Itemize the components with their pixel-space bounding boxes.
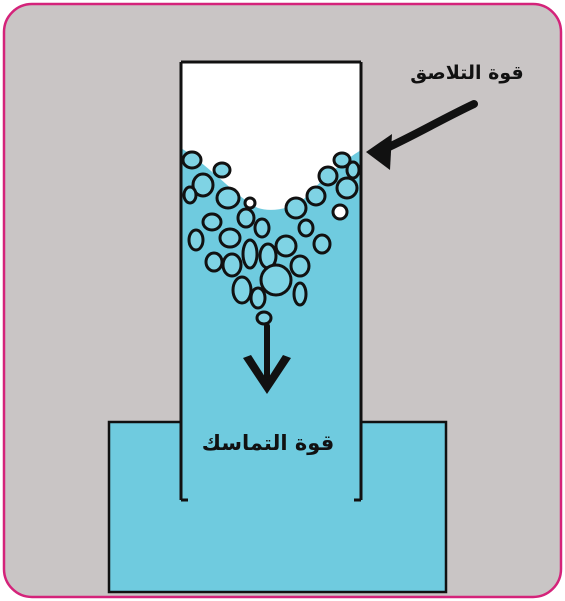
bubble	[238, 209, 254, 227]
bubble	[307, 187, 325, 205]
bubble	[203, 214, 221, 230]
bubble	[319, 167, 337, 185]
bubble	[243, 240, 257, 268]
bubble	[314, 235, 330, 253]
bubble	[276, 236, 296, 256]
bubble	[214, 163, 230, 177]
bubble	[245, 198, 255, 208]
bubble	[291, 256, 309, 276]
bubble	[294, 283, 306, 305]
bubble	[337, 178, 357, 198]
bubble	[261, 265, 291, 295]
bubble	[347, 162, 359, 178]
adhesion-force-label: قوة التلاصق	[392, 62, 542, 84]
bubble	[220, 229, 240, 247]
bubble	[255, 219, 269, 237]
bubble	[206, 253, 222, 271]
bubble	[184, 187, 196, 203]
bubble	[233, 277, 251, 303]
bubble	[251, 288, 265, 308]
cohesion-force-label: قوة التماسك	[188, 431, 348, 455]
bubble	[286, 198, 306, 218]
bubble	[183, 152, 201, 168]
bubble	[299, 220, 313, 236]
bubble	[217, 188, 239, 208]
bubble	[189, 230, 203, 250]
bubble	[223, 254, 241, 276]
bubble	[333, 205, 347, 219]
bubble	[257, 312, 271, 324]
